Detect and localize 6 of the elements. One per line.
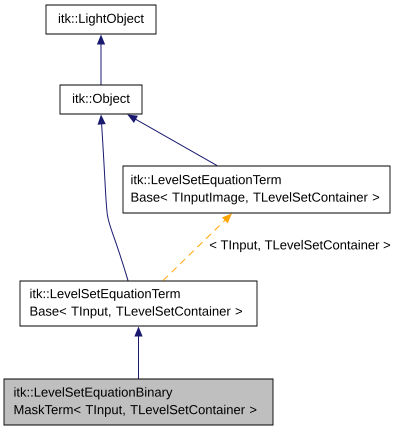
class-box: itk::LightObject — [46, 4, 156, 34]
class-box: itk::LevelSetEquationTerm Base< TInput, TLevelSetContainer > — [20, 280, 258, 326]
class-box: itk::Object — [60, 84, 142, 114]
class-box: itk::LevelSetEquationTerm Base< TInputImage, TLevelSetContainer > — [122, 166, 390, 214]
edge-label: < TInput, TLevelSetContainer > — [208, 238, 392, 254]
class-box: itk::LevelSetEquationBinary MaskTerm< TInput, TLevelSetContainer > — [4, 378, 274, 426]
